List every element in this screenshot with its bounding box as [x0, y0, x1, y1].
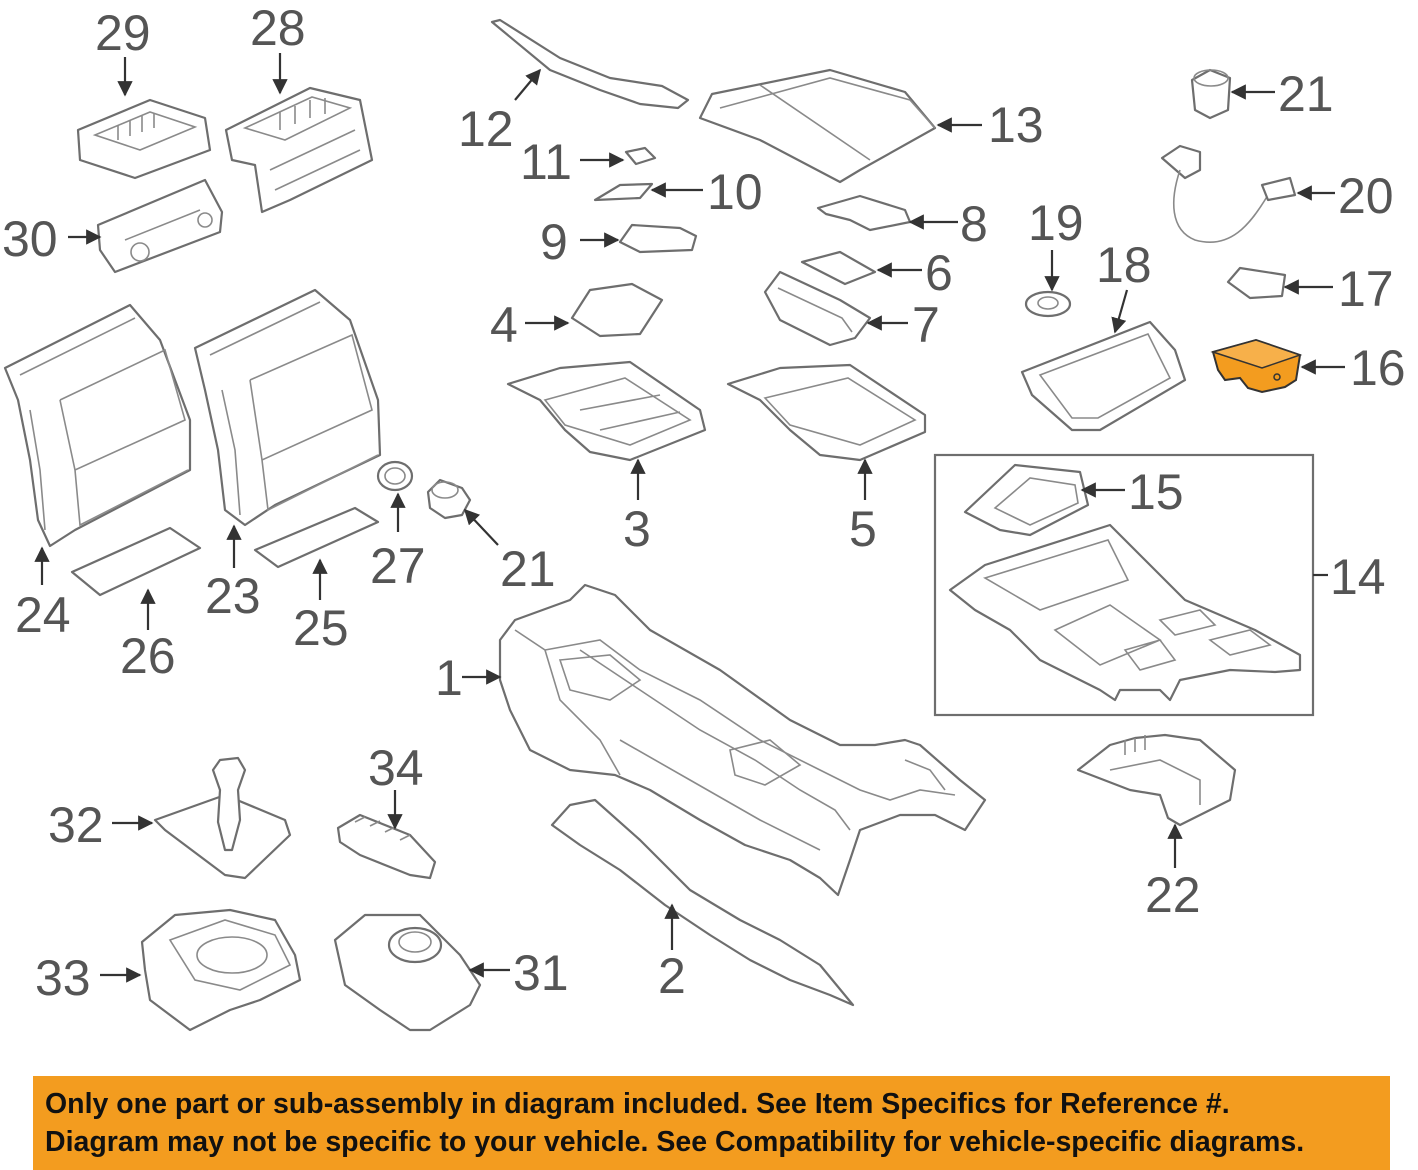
- callout-24: 24: [15, 587, 71, 643]
- callout-3: 3: [623, 501, 651, 557]
- part-10-bracket: [593, 182, 654, 202]
- callout-28: 28: [250, 0, 306, 56]
- part-1-center-console: [498, 583, 987, 897]
- callout-15: 15: [1128, 464, 1184, 520]
- callout-16: 16: [1350, 340, 1406, 396]
- callout-8: 8: [960, 196, 988, 252]
- callout-13: 13: [988, 97, 1044, 153]
- part-3-storage-tray: [506, 360, 707, 462]
- disclaimer-line-1: Only one part or sub-assembly in diagram…: [45, 1088, 1230, 1120]
- callout-21-top: 21: [1278, 66, 1334, 122]
- part-11-clip: [624, 146, 657, 166]
- part-30-climate-control: [96, 178, 224, 274]
- part-29-rear-vent: [76, 98, 212, 180]
- part-28-rear-vent-panel: [224, 86, 374, 214]
- part-20-wiring-harness: [1160, 144, 1297, 243]
- callout-21-left: 21: [500, 541, 556, 597]
- part-22-console-bracket: [1076, 733, 1237, 827]
- part-21-power-socket: [426, 478, 472, 520]
- callout-9: 9: [540, 214, 568, 270]
- part-17-bezel: [1226, 266, 1287, 300]
- part-23-side-trim-panel: [193, 288, 382, 527]
- callout-32: 32: [48, 797, 104, 853]
- callout-26: 26: [120, 628, 176, 684]
- callout-19: 19: [1028, 195, 1084, 251]
- part-33-shifter-base: [140, 908, 302, 1032]
- part-26-storage-mat: [70, 526, 202, 597]
- callout-29: 29: [95, 5, 151, 61]
- callout-11: 11: [520, 134, 572, 190]
- part-4-insert: [570, 282, 664, 338]
- part-27-plug: [376, 460, 414, 492]
- callout-6: 6: [925, 245, 953, 301]
- part-13-armrest-lid: [698, 68, 937, 184]
- callout-4: 4: [490, 297, 518, 353]
- part-32-shift-boot: [153, 756, 292, 880]
- leader-lines: [34, 53, 1345, 983]
- part-7-tray: [763, 270, 872, 347]
- callout-20: 20: [1338, 168, 1394, 224]
- part-14-assembly-box: [933, 453, 1315, 717]
- part-31-idrive-controller: [333, 913, 482, 1032]
- callout-30: 30: [2, 211, 58, 267]
- part-6-mat: [800, 250, 877, 286]
- part-2-trim-strip: [550, 798, 855, 1007]
- part-21-power-socket-top: [1190, 68, 1232, 120]
- callout-labels: 1 2 3 4 5 6 7 8 9 10 11 12 13 14 15 16 1…: [2, 0, 1406, 1006]
- callout-1: 1: [435, 650, 463, 706]
- callout-12: 12: [458, 101, 514, 157]
- part-5-storage-tray: [726, 363, 927, 462]
- part-16-highlighted-cover: [1210, 338, 1303, 394]
- part-18-armrest-trim: [1020, 320, 1187, 432]
- disclaimer-line-2: Diagram may not be specific to your vehi…: [45, 1126, 1305, 1158]
- callout-34: 34: [368, 740, 424, 796]
- callout-7: 7: [912, 297, 940, 353]
- callout-27: 27: [370, 538, 426, 594]
- part-9-bracket: [618, 223, 698, 254]
- parts-diagram: 1 2 3 4 5 6 7 8 9 10 11 12 13 14 15 16 1…: [2, 0, 1406, 1032]
- callout-14: 14: [1330, 549, 1386, 605]
- callout-22: 22: [1145, 867, 1201, 923]
- part-25-storage-mat: [253, 506, 380, 569]
- callout-18: 18: [1096, 237, 1152, 293]
- callout-10: 10: [707, 164, 763, 220]
- callout-31: 31: [513, 945, 569, 1001]
- callout-25: 25: [293, 600, 349, 656]
- callout-23: 23: [205, 568, 261, 624]
- part-24-side-trim-panel: [3, 303, 192, 548]
- callout-17: 17: [1338, 261, 1394, 317]
- part-19-cover-cap: [1024, 290, 1072, 318]
- part-8-hinge: [816, 194, 912, 232]
- callout-33: 33: [35, 950, 91, 1006]
- disclaimer-banner: Only one part or sub-assembly in diagram…: [33, 1076, 1390, 1170]
- part-12-trim-strip: [490, 18, 690, 110]
- part-34-switch-panel: [336, 813, 437, 880]
- callout-5: 5: [849, 501, 877, 557]
- callout-2: 2: [658, 948, 686, 1004]
